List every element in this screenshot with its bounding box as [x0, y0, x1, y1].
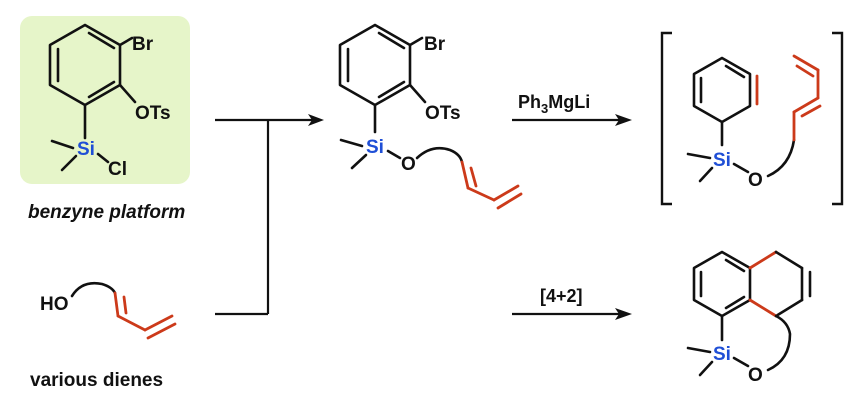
platform-highlight-box: [20, 16, 190, 184]
intermediate-si-label: Si: [713, 150, 731, 171]
dienol-caption: various dienes: [30, 370, 163, 391]
product-si-label: Si: [713, 344, 731, 365]
platform-caption: benzyne platform: [28, 202, 185, 223]
platform-cl-label: Cl: [108, 159, 127, 180]
reagent-bottom-label: [4+2]: [540, 286, 583, 306]
cycloadduct-molecule: Si O: [686, 250, 812, 386]
ether-ots-label: OTs: [425, 103, 461, 124]
intermediate-o-label: O: [748, 170, 763, 191]
dienol-molecule: HO: [40, 281, 177, 340]
platform-ots-label: OTs: [135, 103, 171, 124]
ether-o-label: O: [401, 154, 416, 175]
ether-si-label: Si: [366, 137, 384, 158]
bottom-reaction-arrow: [512, 308, 632, 320]
combining-arrows: [215, 114, 324, 316]
product-o-label: O: [748, 365, 763, 386]
reagent-top-label: Ph3MgLi: [518, 92, 590, 116]
dienol-ho-label: HO: [40, 294, 69, 315]
combine-arrowhead: [308, 114, 324, 126]
silyl-ether-molecule: Br OTs Si O: [338, 23, 523, 210]
right-bracket: [832, 31, 844, 206]
benzyne-platform-molecule: Br OTs Si Cl: [20, 16, 190, 184]
platform-br-label: Br: [132, 34, 154, 55]
left-bracket: [660, 31, 672, 206]
top-reaction-arrow: [512, 114, 632, 126]
platform-si-label: Si: [77, 139, 95, 160]
ether-br-label: Br: [424, 34, 446, 55]
benzyne-intermediate: Si O: [660, 31, 844, 206]
